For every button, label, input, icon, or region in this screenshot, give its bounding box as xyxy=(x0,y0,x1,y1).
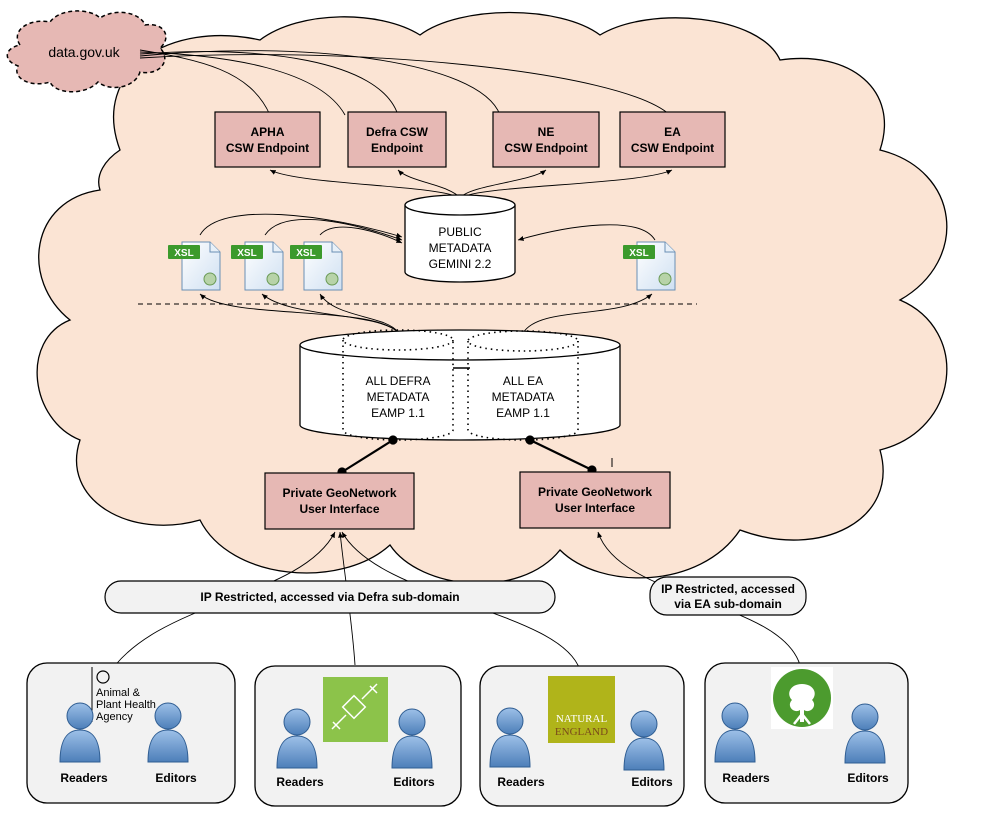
endpoint-line2: Endpoint xyxy=(371,141,423,155)
public-db-line3: GEMINI 2.2 xyxy=(429,257,492,271)
harvest-connectors xyxy=(139,49,671,116)
ea-metadata-store: ALL EA METADATA EAMP 1.1 xyxy=(467,330,579,441)
readers-label: Readers xyxy=(276,775,324,789)
apha-logo-line2: Plant Health xyxy=(96,699,156,711)
editors-label: Editors xyxy=(393,775,435,789)
endpoint-line1: APHA xyxy=(250,125,284,139)
geonetwork-line2: User Interface xyxy=(555,501,635,515)
hosting-cloud xyxy=(36,11,948,584)
public-metadata-store: PUBLIC METADATA GEMINI 2.2 xyxy=(404,194,516,283)
xsl-input-connectors xyxy=(199,293,653,334)
defra-metadata-store: ALL DEFRA METADATA EAMP 1.1 xyxy=(342,329,454,441)
ne-logo-line2: ENGLAND xyxy=(555,726,608,738)
reader-person-icon xyxy=(489,707,531,768)
xsl-badge-text: XSL xyxy=(237,248,256,259)
endpoint-defra: Defra CSW Endpoint xyxy=(347,111,447,168)
xsl-output-connectors xyxy=(199,213,656,244)
org-panel-natural-england: NATURAL ENGLAND Readers Editors xyxy=(479,665,685,807)
ea-tree-logo xyxy=(771,667,833,729)
defra-access-note: IP Restricted, accessed via Defra sub-do… xyxy=(104,580,556,614)
xsl-badge-text: XSL xyxy=(629,248,648,259)
endpoint-apha: APHA CSW Endpoint xyxy=(214,111,321,168)
geonetwork-line1: Private GeoNetwork xyxy=(282,486,396,500)
xsl-badge-text: XSL xyxy=(296,248,315,259)
geonetwork-line2: User Interface xyxy=(299,502,379,516)
crest-icon xyxy=(96,670,110,684)
ea-access-note: IP Restricted, accessed via EA sub-domai… xyxy=(649,576,807,616)
reader-person-icon xyxy=(714,702,756,763)
defra-db-line1: ALL DEFRA xyxy=(366,374,431,388)
endpoint-line2: CSW Endpoint xyxy=(226,141,309,155)
data-gov-uk-label: data.gov.uk xyxy=(48,44,120,60)
public-db-line2: METADATA xyxy=(429,241,492,255)
ea-db-line3: EAMP 1.1 xyxy=(496,406,550,420)
ea-access-line2: via EA sub-domain xyxy=(674,597,782,611)
data-gov-uk-cloud: data.gov.uk xyxy=(6,10,167,93)
editors-label: Editors xyxy=(847,771,889,785)
editors-label: Editors xyxy=(631,775,673,789)
endpoint-line1: Defra CSW xyxy=(366,125,429,139)
endpoint-line1: EA xyxy=(664,125,681,139)
xsl-file-icon: XSL xyxy=(290,241,343,291)
editor-person-icon xyxy=(391,708,433,769)
natural-england-logo: NATURAL ENGLAND xyxy=(548,676,615,743)
editor-person-icon xyxy=(623,710,665,771)
xsl-file-icon: XSL xyxy=(231,241,284,291)
geonetwork-ui-defra: Private GeoNetwork User Interface xyxy=(264,472,415,530)
xsl-file-icon: XSL xyxy=(168,241,221,291)
defra-db-line3: EAMP 1.1 xyxy=(371,406,425,420)
defra-db-line2: METADATA xyxy=(367,390,430,404)
endpoint-ne: NE CSW Endpoint xyxy=(492,111,600,168)
endpoint-line2: CSW Endpoint xyxy=(504,141,587,155)
readers-label: Readers xyxy=(60,771,108,785)
endpoint-ea: EA CSW Endpoint xyxy=(619,111,726,168)
apha-logo-line3: Agency xyxy=(96,711,133,723)
reader-person-icon xyxy=(59,702,101,763)
editor-person-icon xyxy=(147,702,189,763)
geonetwork-ui-ea: Private GeoNetwork User Interface xyxy=(519,471,671,529)
endpoint-line1: NE xyxy=(538,125,555,139)
ea-access-line1: IP Restricted, accessed xyxy=(661,582,795,596)
readers-label: Readers xyxy=(722,771,770,785)
ea-db-line2: METADATA xyxy=(492,390,555,404)
editors-label: Editors xyxy=(155,771,197,785)
private-metadata-store: ALL DEFRA METADATA EAMP 1.1 ALL EA METAD… xyxy=(299,329,621,441)
endpoint-line2: CSW Endpoint xyxy=(631,141,714,155)
satellite-logo xyxy=(323,677,388,742)
org-panel-ea: Readers Editors xyxy=(704,662,909,804)
ne-logo-line1: NATURAL xyxy=(556,713,608,725)
geonetwork-line1: Private GeoNetwork xyxy=(538,485,652,499)
editor-person-icon xyxy=(844,703,886,764)
org-panel-apha: Animal & Plant Health Agency Readers Edi… xyxy=(26,662,236,804)
reader-person-icon xyxy=(276,708,318,769)
ea-db-line1: ALL EA xyxy=(503,374,543,388)
readers-label: Readers xyxy=(497,775,545,789)
apha-logo: Animal & Plant Health Agency xyxy=(91,667,156,723)
org-panel-satellite: Readers Editors xyxy=(254,665,462,807)
public-db-line1: PUBLIC xyxy=(438,225,482,239)
defra-access-text: IP Restricted, accessed via Defra sub-do… xyxy=(200,590,459,604)
apha-logo-line1: Animal & xyxy=(96,687,141,699)
xsl-badge-text: XSL xyxy=(174,248,193,259)
xsl-file-icon: XSL xyxy=(623,241,676,291)
